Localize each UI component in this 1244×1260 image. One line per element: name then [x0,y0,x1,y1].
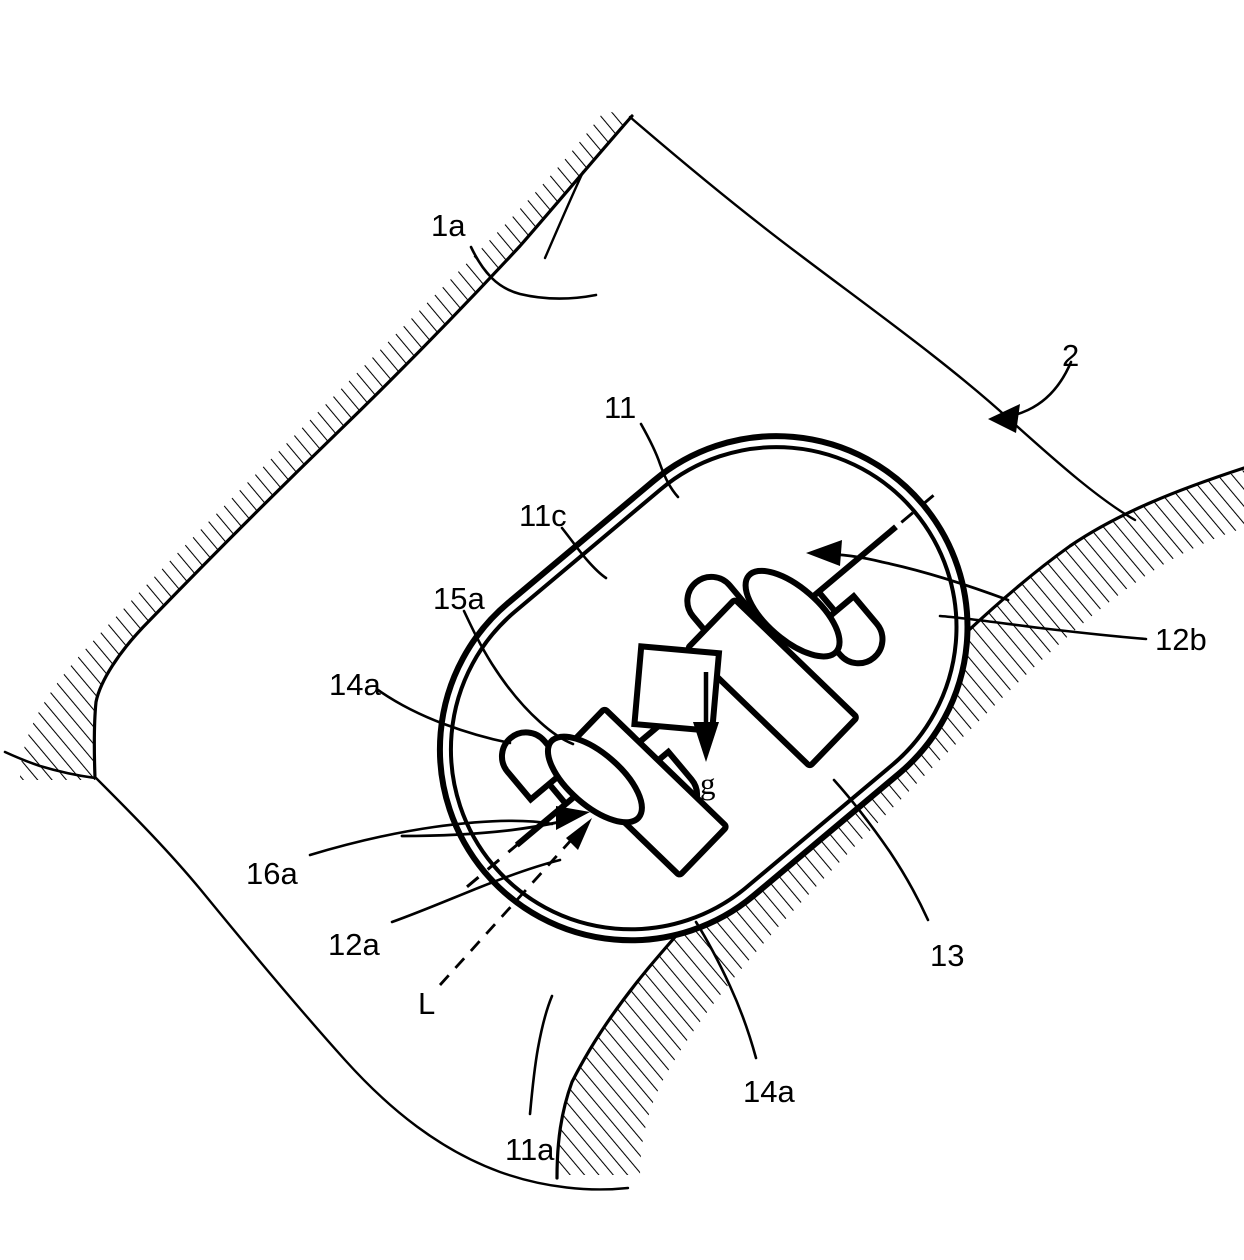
pointer-arrow-upper-lens [806,540,1010,602]
label-11: 11 [604,390,637,425]
label-12a: 12a [328,927,380,962]
gravity-vector-g [693,672,719,762]
label-12b: 12b [1155,622,1207,657]
center-diamond-block [631,643,723,735]
axis-L-leader [438,818,592,986]
pointer-arrow-lower-lens [400,806,590,838]
label-11c: 11c [519,498,567,533]
label-15a: 15a [433,581,485,616]
ground-region-upper [3,110,634,780]
cavity-outline [94,115,1137,1191]
label-11a: 11a [505,1132,555,1167]
label-13: 13 [930,938,965,973]
label-14a-left: 14a [329,667,381,702]
arrowhead-2 [988,404,1020,433]
label-g: g [700,766,716,801]
label-16a: 16a [246,856,298,891]
label-2: 2 [1062,338,1080,373]
block-15a-right [685,597,859,769]
leader-lines [308,245,1148,1116]
lens-element-16a-left [544,733,645,826]
label-L: L [418,986,436,1021]
lens-element-16a-right [742,567,843,660]
label-1a: 1a [431,208,466,243]
label-14a-bottom: 14a [743,1074,795,1109]
